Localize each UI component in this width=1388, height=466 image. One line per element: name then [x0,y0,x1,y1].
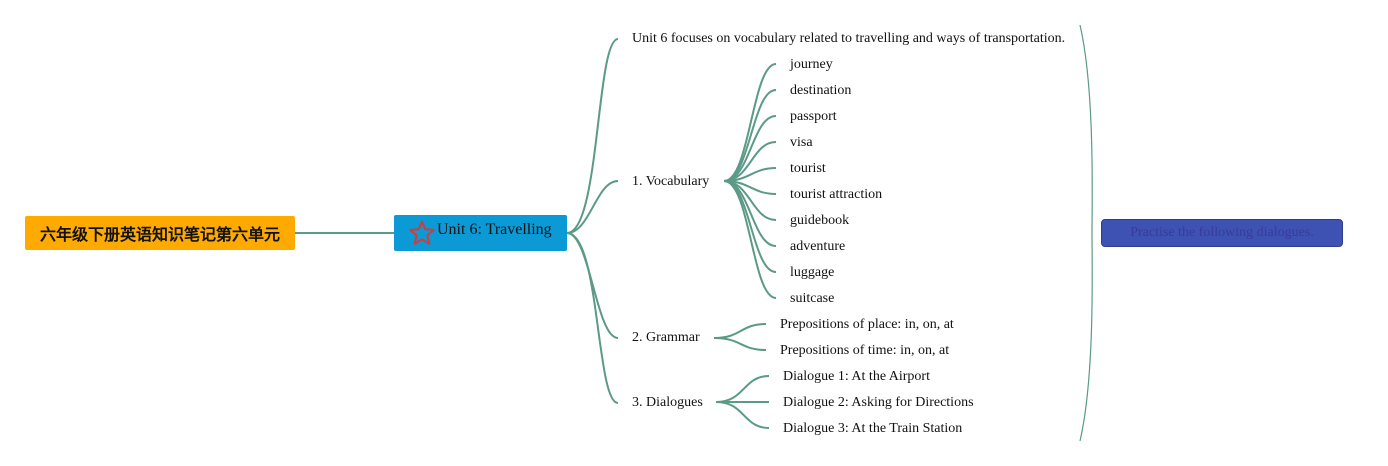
connector-vocab-1 [723,63,777,182]
summary-brace [1079,24,1093,442]
vocab-item[interactable]: visa [790,135,813,150]
connector-grammar-2 [713,337,767,351]
vocab-item[interactable]: guidebook [790,213,850,228]
root-topic[interactable]: 六年级下册英语知识笔记第六单元 [25,216,295,250]
summary-topic-label: Practise the following dialogues. [1130,225,1314,240]
connector-dialogues [566,232,619,404]
vocab-item[interactable]: passport [790,109,837,124]
dialogue-item[interactable]: Dialogue 2: Asking for Directions [783,395,974,410]
intro-topic[interactable]: Unit 6 focuses on vocabulary related to … [632,31,1066,46]
vocab-item[interactable]: destination [790,83,852,98]
grammar-topic[interactable]: 2. Grammar [632,330,700,345]
grammar-item[interactable]: Prepositions of place: in, on, at [780,317,954,332]
connector-vocabulary [566,180,619,234]
root-topic-label: 六年级下册英语知识笔记第六单元 [39,225,280,244]
central-topic-label: Unit 6: Travelling [437,221,552,238]
dialogues-topic[interactable]: 3. Dialogues [632,395,703,410]
connector-dialogue-3 [715,401,770,429]
connector-grammar-1 [713,323,767,339]
summary-topic[interactable]: Practise the following dialogues. [1101,219,1343,247]
grammar-item[interactable]: Prepositions of time: in, on, at [780,343,950,358]
vocab-item[interactable]: journey [790,57,833,72]
connector-dialogue-1 [715,375,770,403]
connector-intro [566,38,619,234]
connector-vocab-10 [723,180,777,299]
connector-vocab-2 [723,89,777,182]
vocab-item[interactable]: luggage [790,265,835,280]
star-icon [409,220,435,245]
vocab-item[interactable]: adventure [790,239,846,254]
dialogue-item[interactable]: Dialogue 1: At the Airport [783,369,930,384]
vocabulary-topic[interactable]: 1. Vocabulary [632,174,710,189]
vocab-item[interactable]: tourist attraction [790,187,883,202]
dialogue-item[interactable]: Dialogue 3: At the Train Station [783,421,963,436]
vocab-item[interactable]: suitcase [790,291,835,306]
connector-vocab-9 [723,180,777,273]
central-topic[interactable]: Unit 6: Travelling [394,215,567,251]
vocab-item[interactable]: tourist [790,161,826,176]
